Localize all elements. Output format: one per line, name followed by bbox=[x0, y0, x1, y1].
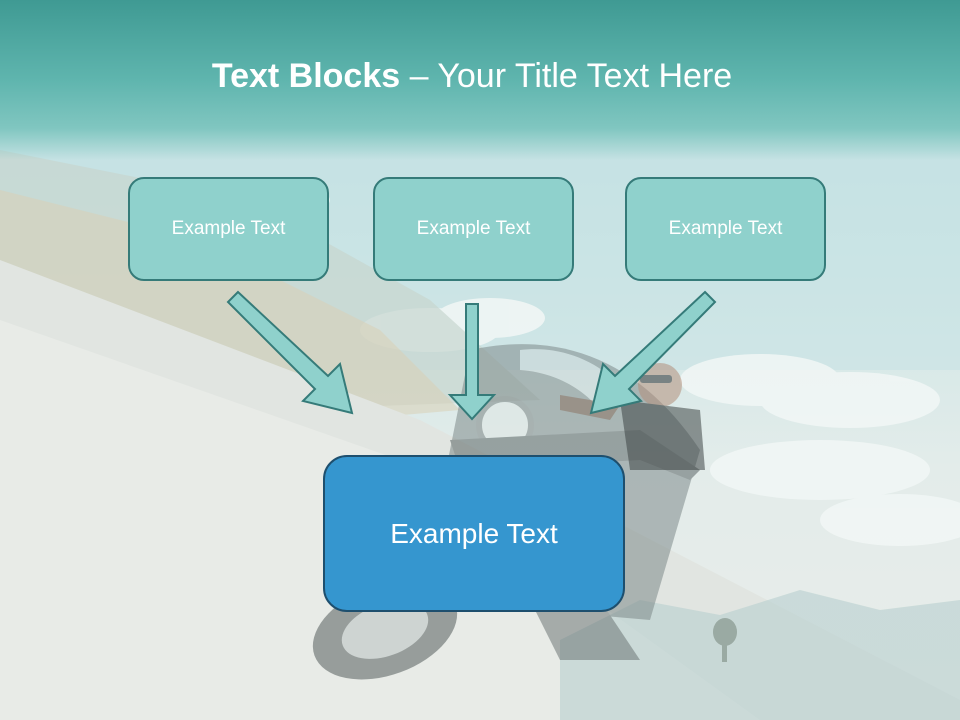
text-box-left-label: Example Text bbox=[171, 218, 286, 239]
text-box-center-label: Example Text bbox=[416, 218, 531, 239]
slide-title-bold: Text Blocks bbox=[211, 57, 401, 95]
arrow-left-icon bbox=[226, 290, 354, 415]
text-box-right[interactable]: Example Text bbox=[625, 177, 826, 281]
main-text-box[interactable]: Example Text bbox=[323, 455, 625, 612]
slide-title: Text Blocks – Your Title Text Here bbox=[0, 54, 944, 98]
slide-title-dash: – bbox=[400, 57, 438, 95]
arrow-right-icon bbox=[589, 290, 717, 415]
text-box-center[interactable]: Example Text bbox=[373, 177, 574, 281]
title-band bbox=[0, 0, 960, 160]
main-text-box-label: Example Text bbox=[390, 517, 558, 549]
arrow-center-icon bbox=[447, 303, 497, 421]
rider bbox=[560, 363, 705, 470]
text-box-left[interactable]: Example Text bbox=[128, 177, 329, 281]
text-box-right-label: Example Text bbox=[668, 218, 783, 239]
slide-title-rest: Your Title Text Here bbox=[437, 57, 733, 95]
